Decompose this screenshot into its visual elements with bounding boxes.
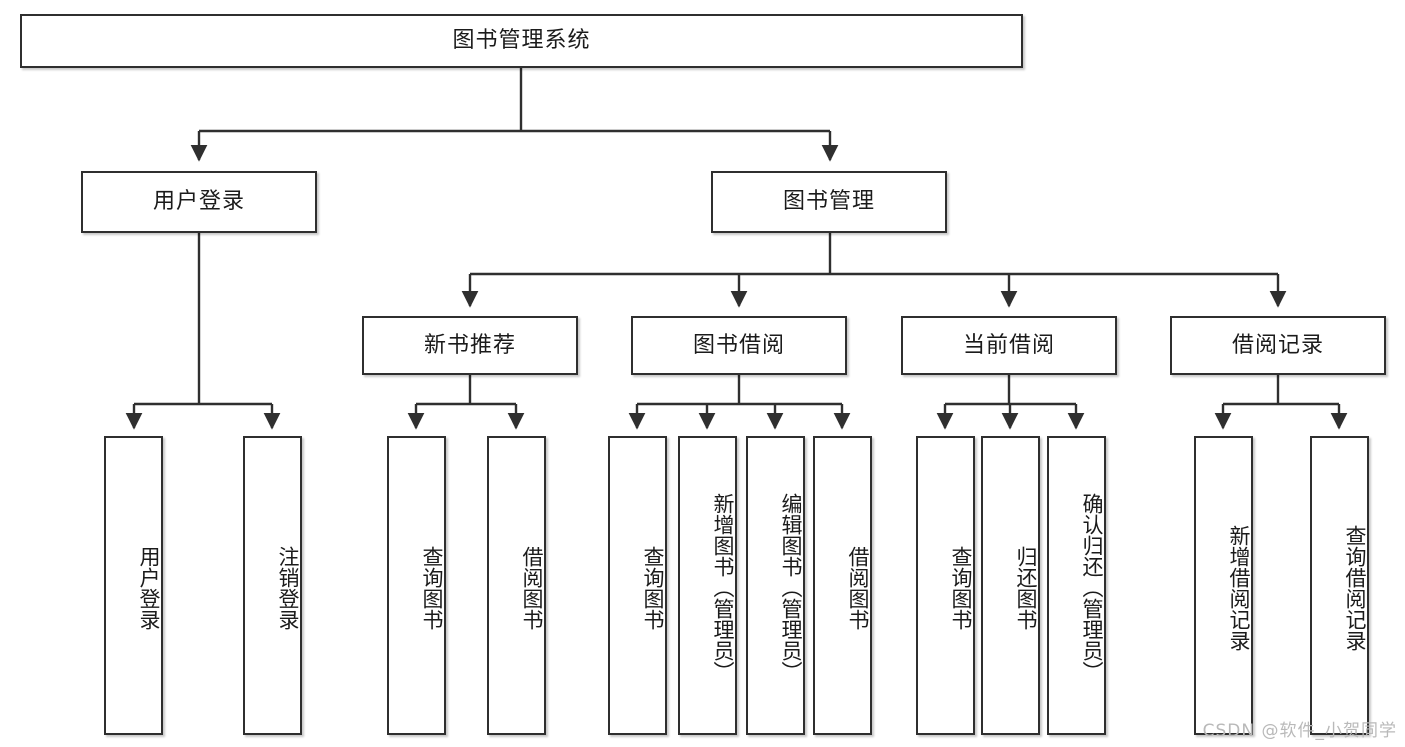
- node-leaf-borrow-book-rec[interactable]: 借阅图书: [487, 436, 546, 735]
- node-leaf-logout-label: 注销登录: [276, 545, 300, 630]
- node-leaf-return-book[interactable]: 归还图书: [981, 436, 1040, 735]
- node-leaf-query-book-current[interactable]: 查询图书: [916, 436, 975, 735]
- node-leaf-add-book-admin[interactable]: 新增图书（管理员）: [678, 436, 737, 735]
- node-book-borrow[interactable]: 图书借阅: [631, 316, 847, 375]
- node-leaf-query-book-borrow[interactable]: 查询图书: [608, 436, 667, 735]
- node-leaf-borrow-book-label: 借阅图书: [846, 545, 870, 630]
- node-borrow-record[interactable]: 借阅记录: [1170, 316, 1386, 375]
- node-leaf-add-book-admin-label: 新增图书（管理员）: [711, 493, 735, 682]
- node-current-borrow[interactable]: 当前借阅: [901, 316, 1117, 375]
- node-leaf-add-borrow-record-label: 新增借阅记录: [1227, 524, 1251, 651]
- node-leaf-edit-book-admin-label: 编辑图书（管理员）: [779, 493, 803, 682]
- node-current-borrow-label: 当前借阅: [962, 332, 1055, 358]
- node-leaf-query-borrow-record[interactable]: 查询借阅记录: [1310, 436, 1369, 735]
- node-new-book-recommend-label: 新书推荐: [423, 332, 516, 358]
- node-leaf-query-borrow-record-label: 查询借阅记录: [1343, 524, 1367, 651]
- node-leaf-user-login-label: 用户登录: [137, 545, 161, 630]
- node-book-borrow-label: 图书借阅: [692, 332, 785, 358]
- node-leaf-borrow-book[interactable]: 借阅图书: [813, 436, 872, 735]
- node-leaf-logout[interactable]: 注销登录: [243, 436, 302, 735]
- node-user-login-label: 用户登录: [152, 189, 245, 215]
- node-leaf-add-borrow-record[interactable]: 新增借阅记录: [1194, 436, 1253, 735]
- node-user-login[interactable]: 用户登录: [81, 171, 317, 233]
- node-leaf-borrow-book-rec-label: 借阅图书: [520, 545, 544, 630]
- node-leaf-query-book-borrow-label: 查询图书: [641, 545, 665, 630]
- node-new-book-recommend[interactable]: 新书推荐: [362, 316, 578, 375]
- node-root-label: 图书管理系统: [452, 28, 591, 54]
- node-book-manage-label: 图书管理: [782, 189, 875, 215]
- node-leaf-query-book-current-label: 查询图书: [949, 545, 973, 630]
- node-borrow-record-label: 借阅记录: [1231, 332, 1324, 358]
- node-leaf-query-book-rec-label: 查询图书: [420, 545, 444, 630]
- node-root[interactable]: 图书管理系统: [20, 14, 1023, 68]
- node-leaf-query-book-rec[interactable]: 查询图书: [387, 436, 446, 735]
- node-leaf-confirm-return-admin[interactable]: 确认归还（管理员）: [1047, 436, 1106, 735]
- watermark: CSDN @软件_小贺同学: [1202, 721, 1397, 741]
- node-book-manage[interactable]: 图书管理: [711, 171, 947, 233]
- node-leaf-edit-book-admin[interactable]: 编辑图书（管理员）: [746, 436, 805, 735]
- node-leaf-user-login[interactable]: 用户登录: [104, 436, 163, 735]
- node-leaf-return-book-label: 归还图书: [1014, 545, 1038, 630]
- node-leaf-confirm-return-admin-label: 确认归还（管理员）: [1080, 493, 1104, 682]
